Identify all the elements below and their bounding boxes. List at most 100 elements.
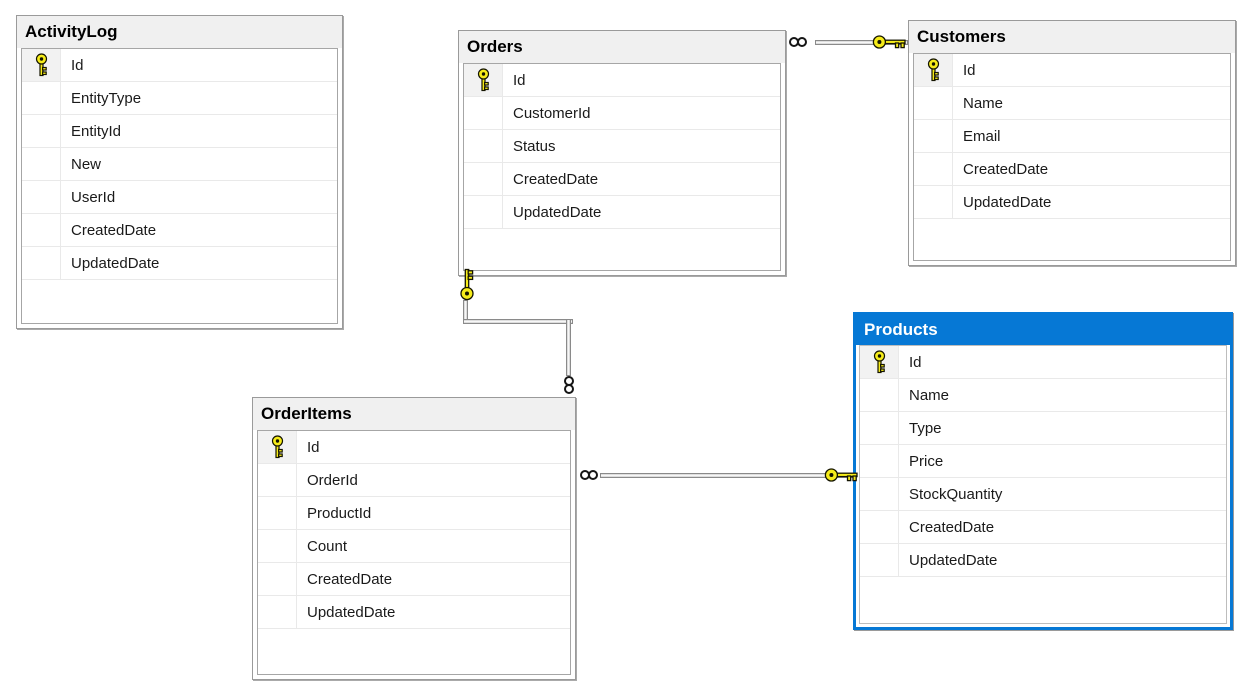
column-name: CreatedDate — [963, 160, 1049, 178]
column-name: Id — [909, 353, 922, 371]
row-selector-cell[interactable] — [860, 544, 899, 576]
row-selector-cell[interactable] — [914, 87, 953, 119]
table-row[interactable]: CreatedDate — [860, 511, 1226, 544]
table-row[interactable]: Id — [914, 54, 1230, 87]
table-title[interactable]: Customers — [909, 21, 1235, 53]
row-selector-cell[interactable] — [22, 214, 61, 246]
table-row[interactable]: CreatedDate — [258, 563, 570, 596]
table-title[interactable]: Products — [856, 315, 1230, 345]
row-selector-cell[interactable] — [258, 563, 297, 595]
table-row[interactable]: UpdatedDate — [258, 596, 570, 629]
table-row[interactable]: Name — [860, 379, 1226, 412]
row-selector-cell[interactable] — [464, 130, 503, 162]
table-title[interactable]: Orders — [459, 31, 785, 63]
row-selector-cell[interactable] — [914, 186, 953, 218]
primary-key-icon — [477, 68, 489, 92]
one-cardinality-key-icon — [872, 35, 906, 49]
row-selector-cell[interactable] — [464, 163, 503, 195]
primary-key-icon — [35, 53, 47, 77]
row-selector-cell[interactable] — [860, 478, 899, 510]
table-row[interactable]: Name — [914, 87, 1230, 120]
table-row[interactable]: CreatedDate — [914, 153, 1230, 186]
row-selector-cell[interactable] — [258, 530, 297, 562]
column-name: OrderId — [307, 471, 358, 489]
table-row[interactable]: StockQuantity — [860, 478, 1226, 511]
row-selector-cell[interactable] — [258, 464, 297, 496]
table-row[interactable]: UpdatedDate — [914, 186, 1230, 219]
table-row[interactable]: CreatedDate — [464, 163, 780, 196]
table-row[interactable]: Email — [914, 120, 1230, 153]
table-row[interactable]: Id — [860, 346, 1226, 379]
table-name-label: Customers — [917, 27, 1006, 46]
table-title[interactable]: OrderItems — [253, 398, 575, 430]
column-name: CreatedDate — [513, 170, 599, 188]
row-selector-cell[interactable] — [22, 181, 61, 213]
table-row[interactable]: UserId — [22, 181, 337, 214]
table-row[interactable]: CreatedDate — [22, 214, 337, 247]
primary-key-cell[interactable] — [464, 64, 503, 96]
row-selector-cell[interactable] — [258, 596, 297, 628]
table-row[interactable]: CustomerId — [464, 97, 780, 130]
column-name: Id — [963, 61, 976, 79]
column-name: Status — [513, 137, 556, 155]
column-name: Count — [307, 537, 348, 555]
row-selector-cell[interactable] — [914, 153, 953, 185]
table-row[interactable]: Count — [258, 530, 570, 563]
relationship-line-orders-customers[interactable] — [815, 40, 908, 45]
row-selector-cell[interactable] — [22, 148, 61, 180]
table-row[interactable]: UpdatedDate — [22, 247, 337, 280]
table-row[interactable]: Price — [860, 445, 1226, 478]
row-selector-cell[interactable] — [22, 247, 61, 279]
row-selector-cell[interactable] — [464, 97, 503, 129]
row-selector-cell[interactable] — [860, 445, 899, 477]
row-selector-cell[interactable] — [860, 379, 899, 411]
column-name: UpdatedDate — [71, 254, 160, 272]
table-row[interactable]: Id — [464, 64, 780, 97]
table-row[interactable]: ProductId — [258, 497, 570, 530]
table-row[interactable]: OrderId — [258, 464, 570, 497]
table-row[interactable]: New — [22, 148, 337, 181]
table-row[interactable]: EntityType — [22, 82, 337, 115]
column-name: StockQuantity — [909, 485, 1003, 503]
table-row[interactable]: Status — [464, 130, 780, 163]
table-row[interactable]: Id — [258, 431, 570, 464]
table-name-label: Orders — [467, 37, 523, 56]
table-title[interactable]: ActivityLog — [17, 16, 342, 48]
many-cardinality-icon — [564, 376, 574, 394]
table-row[interactable]: Type — [860, 412, 1226, 445]
table-name-label: ActivityLog — [25, 22, 118, 41]
row-selector-cell[interactable] — [914, 120, 953, 152]
column-name: EntityId — [71, 122, 122, 140]
row-selector-cell[interactable] — [258, 497, 297, 529]
primary-key-icon — [271, 435, 283, 459]
primary-key-cell[interactable] — [22, 49, 61, 81]
column-name: CreatedDate — [71, 221, 157, 239]
table-row[interactable]: UpdatedDate — [464, 196, 780, 229]
primary-key-cell[interactable] — [860, 346, 899, 378]
row-selector-cell[interactable] — [464, 196, 503, 228]
primary-key-cell[interactable] — [914, 54, 953, 86]
table-row[interactable]: UpdatedDate — [860, 544, 1226, 577]
row-selector-cell[interactable] — [22, 82, 61, 114]
table-row[interactable]: Id — [22, 49, 337, 82]
column-name: CreatedDate — [909, 518, 995, 536]
primary-key-cell[interactable] — [258, 431, 297, 463]
relationship-line-orders-orderitems[interactable] — [463, 319, 573, 324]
row-selector-cell[interactable] — [860, 511, 899, 543]
row-selector-cell[interactable] — [860, 412, 899, 444]
table-name-label: OrderItems — [261, 404, 352, 423]
row-selector-cell[interactable] — [22, 115, 61, 147]
many-cardinality-icon — [789, 37, 807, 47]
column-name: Type — [909, 419, 942, 437]
table-row[interactable]: EntityId — [22, 115, 337, 148]
relationship-line-orderitems-products[interactable] — [600, 473, 854, 478]
relationship-line-orders-orderitems[interactable] — [566, 319, 571, 376]
